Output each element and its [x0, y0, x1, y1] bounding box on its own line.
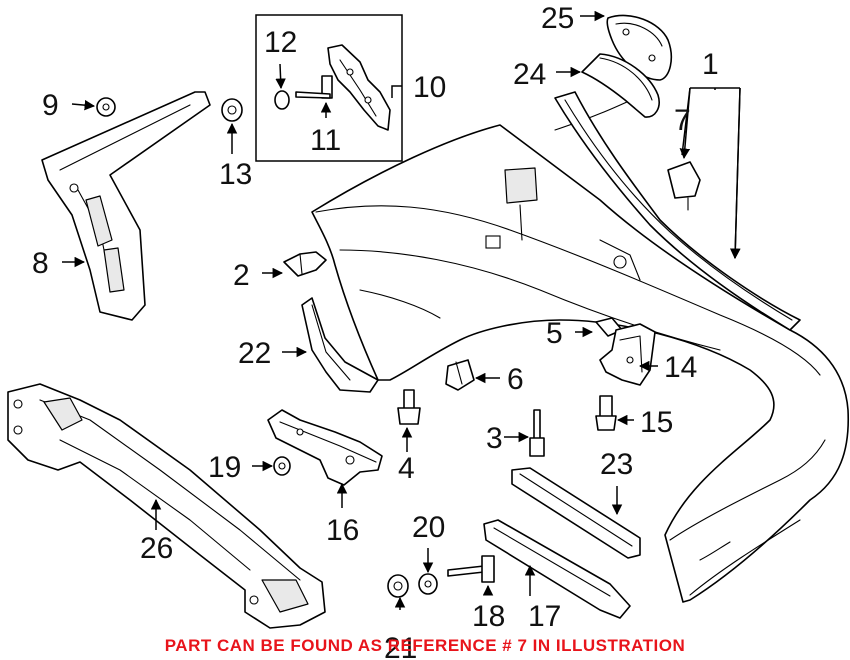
callout-11: 11	[310, 124, 341, 157]
callout-3: 3	[486, 422, 503, 455]
callout-labels: 1 2 3 4 5 6 7 8 9 10 11 12 13 14 15 16 1…	[32, 2, 719, 660]
part-23-bracket	[511, 467, 641, 559]
callout-18: 18	[472, 600, 505, 633]
part-6-clip	[445, 359, 475, 391]
callout-10: 10	[413, 71, 446, 104]
callout-22: 22	[238, 337, 271, 370]
callout-25: 25	[541, 2, 574, 35]
part-25-reflector	[606, 14, 672, 81]
callout-13: 13	[219, 158, 252, 191]
part-24-reflector	[581, 53, 660, 118]
callout-8: 8	[32, 247, 49, 280]
part-19-washer	[273, 456, 291, 476]
part-15-bolt	[595, 395, 617, 431]
callout-26: 26	[140, 532, 173, 565]
part-26-beam	[7, 383, 326, 629]
part-9-clip	[96, 97, 116, 117]
part-13-nut	[221, 98, 243, 122]
callout-24: 24	[513, 58, 546, 91]
callout-4: 4	[398, 452, 415, 485]
callout-14: 14	[664, 351, 697, 384]
part-22-guide	[301, 297, 379, 393]
part-7-sensor	[667, 161, 701, 211]
callout-5: 5	[546, 317, 563, 350]
callout-21: 21	[384, 632, 417, 660]
part-2-push-clip	[283, 251, 327, 277]
part-4-bolt	[397, 389, 421, 425]
callout-9: 9	[42, 89, 59, 122]
part-16-bracket	[267, 409, 383, 486]
part-10-bracket	[327, 44, 391, 131]
callout-7: 7	[674, 104, 691, 137]
part-21-nut	[387, 574, 409, 598]
callout-19: 19	[208, 451, 241, 484]
group-box-10	[255, 14, 403, 162]
reference-note: PART CAN BE FOUND AS REFERENCE # 7 IN IL…	[165, 636, 686, 655]
callout-23: 23	[600, 448, 633, 481]
part-11-bolt	[295, 75, 333, 99]
callout-20: 20	[412, 511, 445, 544]
callout-12: 12	[264, 26, 297, 59]
callout-17: 17	[528, 600, 561, 633]
part-8-side-bracket	[41, 91, 211, 321]
leader-lines	[62, 10, 740, 610]
callout-15: 15	[640, 406, 673, 439]
callout-16: 16	[326, 514, 359, 547]
callout-2: 2	[233, 259, 250, 292]
part-12-washer	[274, 90, 290, 110]
part-3-stud	[529, 409, 545, 457]
part-17-bracket	[483, 519, 631, 619]
bumper-cover	[311, 91, 850, 603]
callout-6: 6	[507, 363, 524, 396]
callout-1: 1	[702, 48, 719, 81]
part-18-bolt	[447, 555, 495, 583]
part-20-washer	[418, 573, 438, 595]
